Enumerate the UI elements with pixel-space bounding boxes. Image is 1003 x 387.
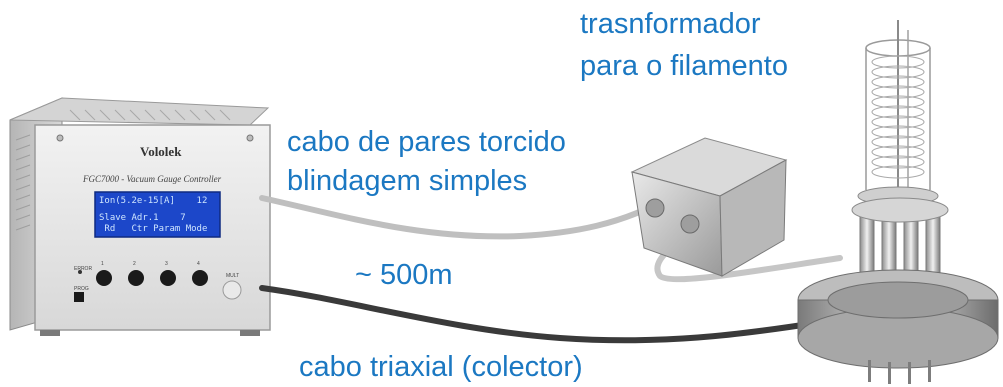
lcd-line-3: Rd Ctr Param Mode xyxy=(99,224,208,234)
controller-mult-label: MULT xyxy=(226,273,239,279)
lcd-display xyxy=(94,191,221,238)
filament-transformer xyxy=(630,137,788,277)
control-knob xyxy=(192,270,208,286)
twisted-pair-cable xyxy=(259,195,658,240)
knob-label: 3 xyxy=(165,261,168,267)
control-knob xyxy=(96,270,112,286)
controller-error-label: ERROR xyxy=(74,266,92,272)
knob-label: 1 xyxy=(101,261,104,267)
knob-label: 4 xyxy=(197,261,200,267)
knob-label: 2 xyxy=(133,261,136,267)
distance-label: ~ 500m xyxy=(355,259,453,291)
control-knob xyxy=(160,270,176,286)
twisted-pair-label-line2: blindagem simples xyxy=(287,165,528,197)
vacuum-gauge-controller xyxy=(9,97,271,336)
controller-model-title: FGC7000 - Vacuum Gauge Controller xyxy=(82,174,222,184)
lcd-line-2: Slave Adr.1 7 xyxy=(99,213,186,223)
control-knob xyxy=(128,270,144,286)
transformer-label-line1: trasnformador xyxy=(580,8,761,40)
controller-prog-label: PROG xyxy=(74,286,89,292)
twisted-pair-label-line1: cabo de pares torcido xyxy=(287,126,566,158)
ion-gauge-head xyxy=(797,20,999,384)
transformer-label-line2: para o filamento xyxy=(580,50,788,82)
triaxial-cable xyxy=(259,285,825,344)
triaxial-cable-label: cabo triaxial (colector) xyxy=(299,351,583,383)
lcd-line-1: Ion(5.2e-15[A] 12 xyxy=(99,196,208,206)
controller-brand: Vololek xyxy=(140,144,182,159)
